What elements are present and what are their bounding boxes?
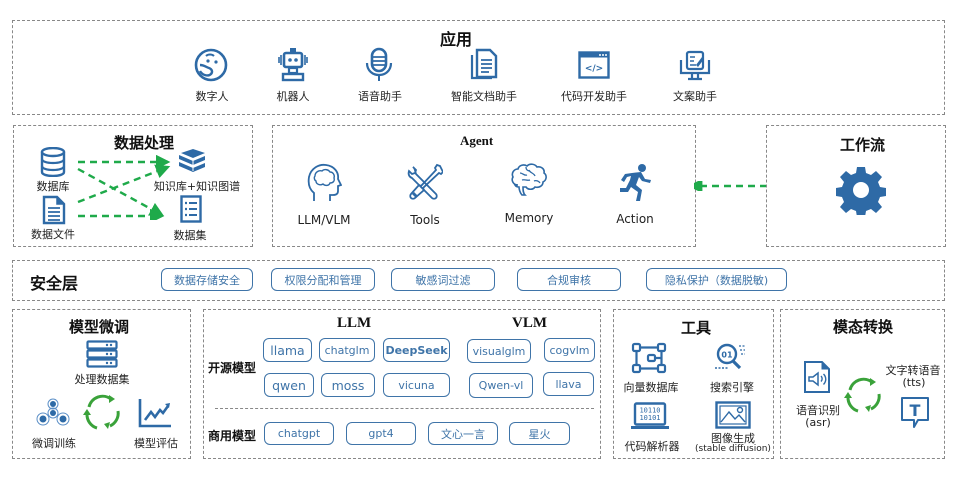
- brain-icon: [510, 163, 548, 197]
- app-item-label: 机器人: [276, 90, 310, 103]
- app-layer: [12, 20, 945, 115]
- app-item-label: 智能文档助手: [451, 90, 517, 103]
- asr-sublabel: (asr): [805, 416, 831, 429]
- model-pill: visualglm: [467, 339, 531, 363]
- trend-chart-icon: [138, 398, 172, 428]
- model-pill: llava: [543, 372, 594, 396]
- data-processing-title: 数据处理: [114, 134, 175, 152]
- model-pill: cogvlm: [544, 338, 595, 362]
- modality-panel: [780, 309, 945, 459]
- model-pill: 星火: [509, 422, 570, 445]
- model-pill: DeepSeek: [383, 338, 450, 362]
- security-item: 合规审核: [517, 268, 621, 291]
- tool-label: 图像生成: [711, 432, 755, 445]
- modality-title: 模态转换: [833, 318, 894, 336]
- model-pill: gpt4: [346, 422, 416, 445]
- llm-title: LLM: [337, 315, 372, 331]
- workflow-to-agent-arrow: [694, 181, 768, 191]
- finetune-item-label: 处理数据集: [74, 373, 130, 386]
- tools-icon: [407, 163, 443, 201]
- tts-glyph: T: [910, 401, 921, 420]
- microphone-icon: [364, 47, 394, 83]
- cycle-arrows-icon: [842, 376, 884, 414]
- tools-panel: [613, 309, 774, 459]
- data-flow-arrows: [77, 155, 171, 220]
- digital-human-icon: [192, 47, 230, 83]
- app-item-label: 文案助手: [673, 90, 717, 103]
- app-item-label: 语音助手: [358, 90, 402, 103]
- security-item: 敏感词过滤: [391, 268, 495, 291]
- tts-label: 文字转语音: [885, 364, 941, 377]
- asr-label: 语音识别: [796, 404, 840, 417]
- tool-sublabel: (stable diffusion): [695, 444, 771, 454]
- svg-text:10101: 10101: [639, 414, 660, 422]
- copywriting-monitor-icon: [678, 50, 712, 82]
- source-label: 数据库: [36, 180, 70, 193]
- open-source-label: 开源模型: [208, 361, 257, 375]
- database-icon: [40, 147, 66, 177]
- app-item-label: 代码开发助手: [561, 90, 627, 103]
- workflow-panel: [766, 125, 946, 247]
- cycle-arrows-icon: [81, 393, 123, 431]
- target-label: 知识库+知识图谱: [153, 180, 241, 193]
- agent-item-label: Memory: [504, 211, 554, 225]
- image-icon: [715, 401, 751, 429]
- robot-icon: [274, 47, 312, 83]
- security-item: 数据存储安全: [161, 268, 253, 291]
- data-file-icon: [42, 195, 66, 225]
- vector-db-icon: [631, 342, 667, 374]
- security-item: 隐私保护（数据脱敏): [646, 268, 787, 291]
- model-pill: chatgpt: [264, 422, 334, 445]
- model-divider: [215, 408, 594, 409]
- finetune-item-label: 微调训练: [32, 437, 76, 450]
- security-layer: [12, 260, 945, 301]
- agent-item-label: LLM/VLM: [297, 213, 351, 227]
- workflow-title: 工作流: [840, 136, 886, 154]
- gear-icon: [836, 165, 886, 215]
- audio-file-icon: [803, 360, 831, 394]
- security-item: 权限分配和管理: [271, 268, 375, 291]
- source-label: 数据文件: [31, 228, 75, 241]
- agent-title: Agent: [460, 133, 494, 148]
- finetune-title: 模型微调: [69, 318, 130, 336]
- tools-title: 工具: [681, 319, 712, 337]
- model-pill: vicuna: [383, 373, 450, 397]
- app-item-label: 数字人: [195, 90, 229, 103]
- data-processing-panel: [13, 125, 253, 247]
- model-pill: qwen: [264, 373, 314, 397]
- target-label: 数据集: [173, 229, 207, 242]
- models-panel: [203, 309, 601, 459]
- model-pill: moss: [321, 373, 375, 397]
- agent-item-label: Action: [616, 212, 654, 226]
- head-brain-icon: [306, 163, 342, 203]
- app-layer-title: 应用: [440, 30, 473, 49]
- agent-item-label: Tools: [410, 213, 440, 227]
- tool-label: 代码解析器: [624, 440, 680, 453]
- svg-text:10110: 10110: [639, 407, 660, 415]
- finetune-item-label: 模型评估: [134, 437, 178, 450]
- cluster-icon: [36, 398, 72, 428]
- security-title: 安全层: [30, 274, 79, 293]
- model-pill: llama: [263, 338, 312, 362]
- tool-label: 搜索引擎: [710, 381, 754, 394]
- books-icon: [176, 148, 208, 174]
- svg-text:01: 01: [721, 351, 733, 360]
- svg-text:</>: </>: [585, 64, 603, 74]
- vlm-title: VLM: [512, 315, 547, 331]
- tts-sublabel: (tts): [902, 376, 926, 389]
- model-pill: Qwen-vl: [469, 373, 533, 398]
- finetune-panel: [12, 309, 191, 459]
- document-icon: [468, 48, 500, 82]
- tool-label: 向量数据库: [623, 381, 679, 394]
- model-pill: 文心一言: [428, 422, 498, 445]
- commercial-label: 商用模型: [208, 429, 257, 443]
- dataset-list-icon: [180, 195, 202, 223]
- text-bubble-icon: T: [899, 396, 931, 430]
- code-window-icon: </>: [578, 51, 610, 81]
- running-person-icon: [618, 163, 652, 201]
- model-pill: chatglm: [319, 338, 375, 362]
- search-engine-icon: 01: [713, 341, 749, 373]
- server-stack-icon: [86, 340, 118, 368]
